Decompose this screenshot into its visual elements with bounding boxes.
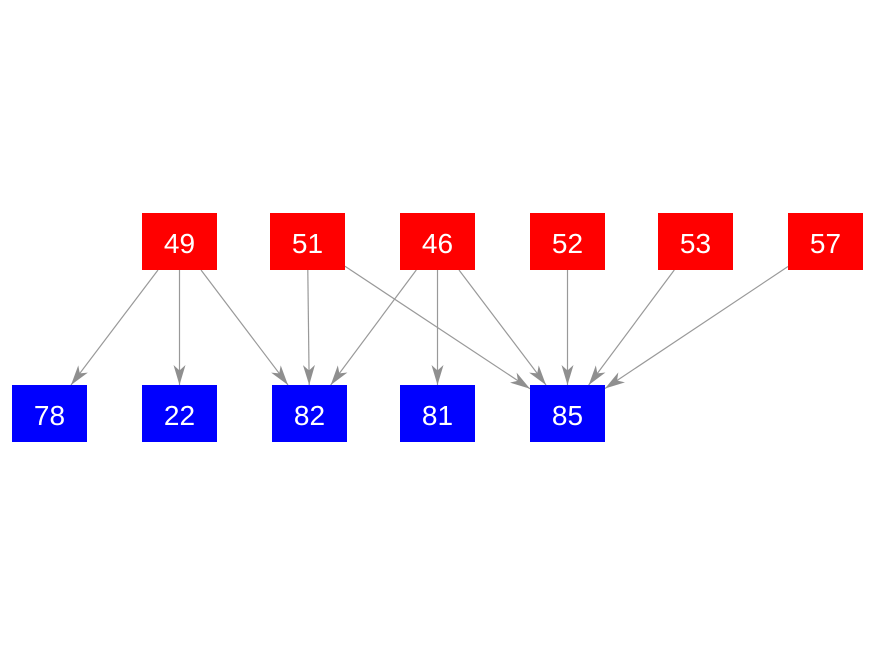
node-label: 85 [551,399,584,431]
node-label: 53 [679,227,712,259]
graph-node-57[interactable]: 57 [788,213,863,270]
graph-node-51[interactable]: 51 [270,213,345,270]
node-label: 46 [421,227,454,259]
graph-node-53[interactable]: 53 [658,213,733,270]
node-label: 49 [163,227,196,259]
node-label: 51 [291,227,324,259]
graph-node-46[interactable]: 46 [400,213,475,270]
graph-node-49[interactable]: 49 [142,213,217,270]
graph-node-52[interactable]: 52 [530,213,605,270]
graph-node-82[interactable]: 82 [272,385,347,442]
graph-node-22[interactable]: 22 [142,385,217,442]
graph-node-81[interactable]: 81 [400,385,475,442]
node-label: 78 [33,399,66,431]
node-label: 52 [551,227,584,259]
graph-node-85[interactable]: 85 [530,385,605,442]
graph-node-78[interactable]: 78 [12,385,87,442]
node-label: 82 [293,399,326,431]
node-label: 22 [163,399,196,431]
node-label: 81 [421,399,454,431]
node-label: 57 [809,227,842,259]
